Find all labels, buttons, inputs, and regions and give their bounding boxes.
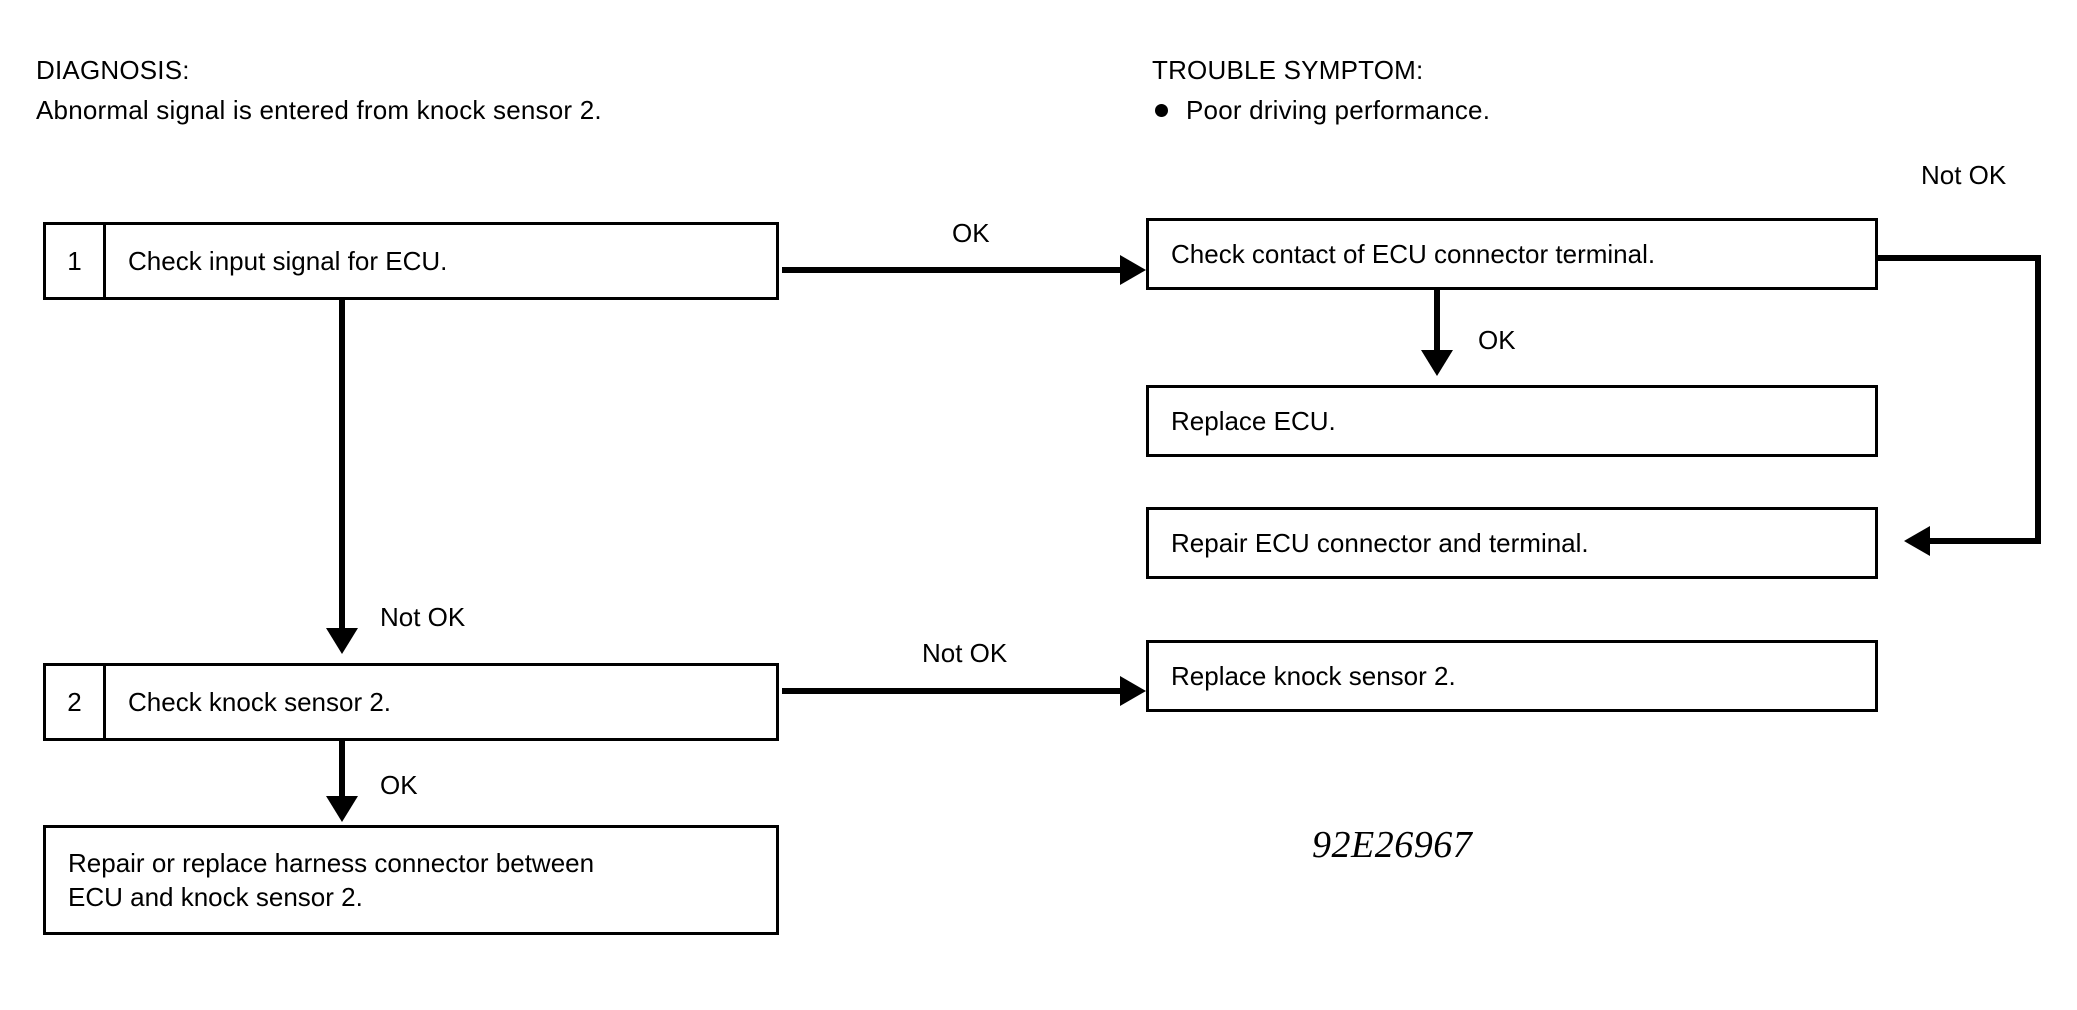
step-label-1: Check input signal for ECU. <box>128 246 448 276</box>
step-box-1[interactable]: 1 Check input signal for ECU. <box>43 222 779 300</box>
action-label-replace-knock-sensor: Replace knock sensor 2. <box>1171 661 1456 691</box>
arrow-down-icon <box>326 628 358 654</box>
arrow-down-icon <box>1421 350 1453 376</box>
action-box-repair-harness[interactable]: Repair or replace harness connector betw… <box>43 825 779 935</box>
step-number-2: 2 <box>46 666 106 738</box>
connector-checkcontact-notok-line-top <box>1875 255 2041 261</box>
connector-step1-ok-line <box>782 267 1124 273</box>
connector-label-step1-ok: OK <box>952 218 990 248</box>
arrow-left-icon <box>1904 526 1930 556</box>
action-label-check-contact: Check contact of ECU connector terminal. <box>1171 239 1656 269</box>
step-box-2[interactable]: 2 Check knock sensor 2. <box>43 663 779 741</box>
arrow-right-icon <box>1120 255 1146 285</box>
arrow-down-icon <box>326 796 358 822</box>
connector-checkcontact-notok-line-bottom <box>1930 538 2038 544</box>
step-number-1: 1 <box>46 225 106 297</box>
action-box-replace-ecu[interactable]: Replace ECU. <box>1146 385 1878 457</box>
connector-label-check-contact-not-ok: Not OK <box>1921 160 2007 190</box>
action-box-check-contact[interactable]: Check contact of ECU connector terminal. <box>1146 218 1878 290</box>
diagnosis-description: Abnormal signal is entered from knock se… <box>36 95 602 125</box>
bullet-icon <box>1155 104 1168 117</box>
connector-checkcontact-notok-line-vertical <box>2035 255 2041 544</box>
connector-label-check-contact-ok: OK <box>1478 325 1516 355</box>
connector-label-step2-ok: OK <box>380 770 418 800</box>
connector-step2-ok-line <box>339 741 345 799</box>
diagnosis-title: DIAGNOSIS: <box>36 55 190 85</box>
connector-label-step2-not-ok: Not OK <box>922 638 1008 668</box>
action-box-repair-connector[interactable]: Repair ECU connector and terminal. <box>1146 507 1878 579</box>
connector-step1-notok-line <box>339 300 345 630</box>
connector-label-step1-not-ok: Not OK <box>380 602 466 632</box>
connector-checkcontact-ok-line <box>1434 290 1440 354</box>
action-label-repair-connector: Repair ECU connector and terminal. <box>1171 528 1589 558</box>
figure-id: 92E26967 <box>1312 824 1473 866</box>
action-label-replace-ecu: Replace ECU. <box>1171 406 1336 436</box>
connector-step2-notok-line <box>782 688 1124 694</box>
action-box-replace-knock-sensor[interactable]: Replace knock sensor 2. <box>1146 640 1878 712</box>
trouble-symptom-title: TROUBLE SYMPTOM: <box>1152 55 1424 85</box>
trouble-symptom-item: Poor driving performance. <box>1186 95 1491 125</box>
arrow-right-icon <box>1120 676 1146 706</box>
action-label-repair-harness: Repair or replace harness connector betw… <box>68 848 595 912</box>
step-label-2: Check knock sensor 2. <box>128 687 392 717</box>
